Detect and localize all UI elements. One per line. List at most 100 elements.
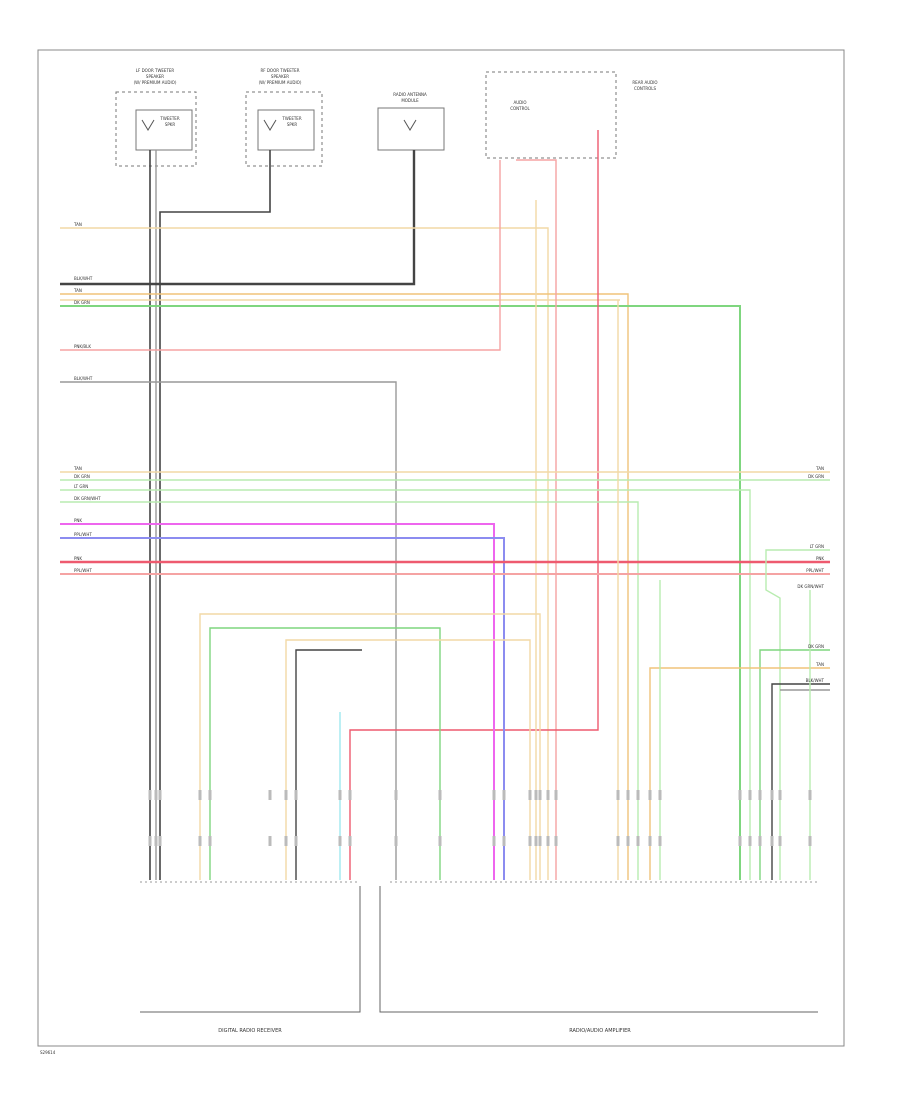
left-wire-label: BLK/WHT — [74, 376, 93, 381]
connector-pin — [748, 790, 752, 800]
connector-pin — [778, 790, 782, 800]
rear-audio-controls: REAR AUDIO CONTROLS AUDIO CONTROL — [485, 71, 658, 159]
antenna-box — [377, 107, 445, 151]
wire-lightgreen-mid-2 — [60, 489, 751, 880]
left-wire-label: BLK/WHT — [74, 276, 93, 281]
left-module-label: DIGITAL RADIO RECEIVER — [218, 1028, 282, 1034]
left-wire-label: DK GRN — [74, 300, 90, 305]
wire-lightgreen-mid-3 — [60, 501, 639, 880]
connector-pin — [538, 836, 542, 846]
connector-pin — [648, 790, 652, 800]
antenna-label-1: RADIO ANTENNA — [393, 92, 427, 97]
connector-pin — [198, 790, 202, 800]
left-wire-label: DK GRN/WHT — [74, 496, 101, 501]
wire-pink-1 — [60, 160, 501, 351]
wire-tan-top — [60, 227, 549, 880]
connector-pin — [626, 790, 630, 800]
right-wire-label: TAN — [815, 466, 824, 471]
right-wire-label: PNK — [816, 556, 824, 561]
wire-green-1 — [60, 305, 741, 880]
connector-pin — [534, 790, 538, 800]
connector-pin — [616, 790, 620, 800]
antenna-label-2: MODULE — [401, 98, 419, 103]
rear-inner-2: CONTROL — [510, 106, 530, 111]
diagram-border — [37, 49, 845, 1047]
connector-pin — [284, 836, 288, 846]
left-wire-label: TAN — [73, 466, 82, 471]
connector-pin — [554, 836, 558, 846]
connector-pin — [198, 836, 202, 846]
connector-pin — [294, 836, 298, 846]
connector-pin — [778, 836, 782, 846]
connector-pin — [294, 790, 298, 800]
wire-group — [60, 130, 830, 880]
connector-pin — [648, 836, 652, 846]
digital-radio-bracket — [140, 886, 361, 1013]
right-wire-label: DK GRN — [808, 474, 824, 479]
connector-pin — [148, 836, 152, 846]
antenna-icon — [403, 119, 417, 131]
wire-red-rear — [349, 130, 599, 880]
connector-pin — [538, 790, 542, 800]
right-wire-label: DK GRN/WHT — [797, 584, 824, 589]
wire-green-right — [759, 649, 830, 880]
wire-magenta — [60, 523, 495, 880]
connector-pin — [492, 836, 496, 846]
connector-pin — [738, 836, 742, 846]
connector-pin — [394, 836, 398, 846]
rear-box — [485, 71, 617, 159]
radio-antenna-module: RADIO ANTENNA MODULE — [377, 92, 445, 151]
lf-tweeter-label-2: SPEAKER — [146, 74, 164, 79]
connector-pin — [348, 790, 352, 800]
left-wire-label: LT GRN — [74, 484, 88, 489]
left-wire-label: PNK — [74, 518, 82, 523]
connector-pin — [338, 790, 342, 800]
right-wire-label: BLK/WHT — [806, 678, 825, 683]
wire-green-loop — [209, 627, 441, 880]
rf-tweeter-label-2: SPEAKER — [271, 74, 289, 79]
wire-yellow-1 — [60, 293, 629, 880]
wire-antenna-black — [60, 150, 416, 286]
connector-pin — [658, 836, 662, 846]
connector-pin — [148, 790, 152, 800]
rf-tweeter-label-3: (W/ PREMIUM AUDIO) — [259, 80, 302, 85]
connector-pin — [284, 790, 288, 800]
wire-yellow-right — [649, 667, 830, 880]
connector-pin — [208, 790, 212, 800]
speaker-icon — [263, 119, 277, 131]
connector-pin — [808, 836, 812, 846]
rear-label-2: CONTROLS — [634, 86, 657, 91]
wire-rf-tweeter-black — [159, 150, 271, 880]
wire-lightgreen-r — [765, 549, 830, 880]
rf-tweeter-speaker: RF DOOR TWEETER SPEAKER (W/ PREMIUM AUDI… — [245, 68, 323, 167]
lf-tweeter-label-3: (W/ PREMIUM AUDIO) — [134, 80, 177, 85]
connector-pin — [636, 836, 640, 846]
rf-tweeter-box — [245, 91, 323, 167]
connector-pin — [502, 836, 506, 846]
left-wire-label: DK GRN — [74, 474, 90, 479]
connector-pin — [534, 836, 538, 846]
connector-pin — [546, 836, 550, 846]
left-wire-label: TAN — [73, 288, 82, 293]
wire-tan-loop — [199, 613, 541, 880]
diagram-code: S29614 — [40, 1050, 56, 1055]
connector-pin — [808, 790, 812, 800]
lf-tweeter-inner — [135, 109, 193, 151]
connector-pin — [528, 790, 532, 800]
rf-tweeter-inner — [257, 109, 315, 151]
left-wire-label: TAN — [73, 222, 82, 227]
connector-pin — [338, 836, 342, 846]
connector-pin — [758, 836, 762, 846]
rf-tweeter-inner-2: SPKR — [287, 122, 298, 127]
connector-pin — [546, 790, 550, 800]
connector-pin — [738, 790, 742, 800]
lf-tweeter-label-1: LF DOOR TWEETER — [136, 68, 175, 73]
speaker-icon — [141, 119, 155, 131]
left-wire-label: PNK — [74, 556, 82, 561]
left-wire-label: PPL/WHT — [74, 532, 92, 537]
connector-pin — [770, 836, 774, 846]
connector-pin — [268, 836, 272, 846]
lf-tweeter-inner-2: SPKR — [165, 122, 176, 127]
